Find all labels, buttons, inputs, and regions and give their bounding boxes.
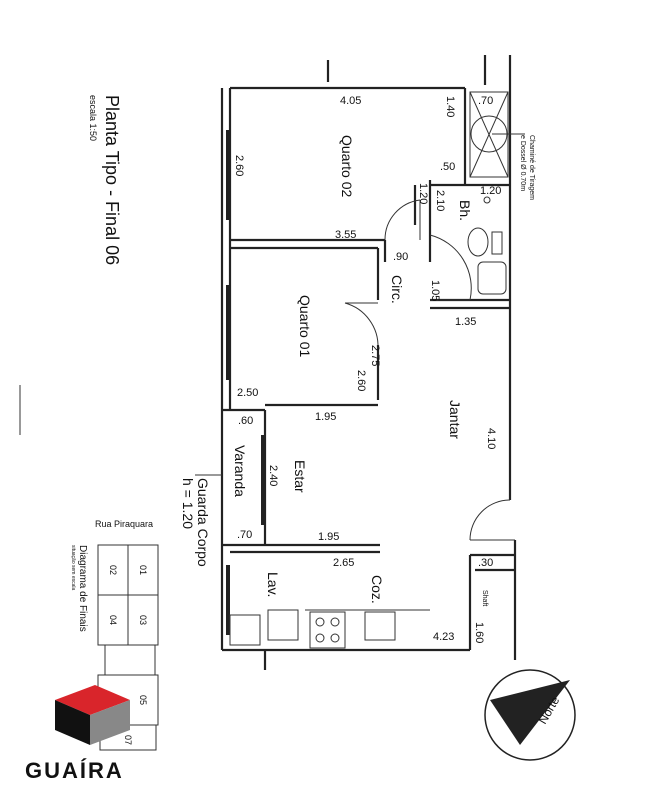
- dimension-label: .50: [440, 161, 455, 173]
- bathroom-fixtures: [467, 196, 507, 295]
- dimension-label: 1.60: [473, 622, 485, 643]
- unit-label: 02: [108, 565, 118, 575]
- kitchen-sink-icon: [364, 611, 396, 641]
- windows: [226, 130, 265, 635]
- north-compass: Norte: [484, 669, 576, 761]
- dimension-label: 2.75: [369, 345, 381, 366]
- laundry-sink-icon: [229, 614, 261, 646]
- guard-rail-label: Guarda Corpo: [195, 478, 211, 567]
- dimensions: 4.05 1.40 .70 2.60 .50 1.20 2.10 1.20 3.…: [233, 95, 501, 643]
- guard-rail-height: h = 1.20: [180, 478, 196, 529]
- room-quarto-02: Quarto 02: [339, 135, 355, 197]
- dimension-label: 1.95: [315, 411, 336, 423]
- room-bh: Bh.: [457, 200, 473, 221]
- dimension-label: 1.95: [318, 531, 339, 543]
- dimension-label: 4.05: [340, 95, 361, 107]
- dimension-label: .90: [393, 251, 408, 263]
- toilet-icon: [467, 227, 489, 257]
- dimension-label: 2.10: [434, 190, 446, 211]
- sink-icon: [477, 261, 507, 295]
- dimension-label: 2.60: [355, 370, 367, 391]
- dimension-label: 2.60: [233, 155, 245, 176]
- room-varanda: Varanda: [232, 445, 248, 497]
- unit-label: 07: [123, 735, 133, 745]
- dimension-label: 1.40: [444, 96, 456, 117]
- dimension-label: 1.20: [480, 185, 501, 197]
- stove-icon: [309, 611, 346, 649]
- dimension-label: 4.23: [433, 631, 454, 643]
- room-circ: Circ.: [389, 275, 405, 304]
- dimension-label: .70: [478, 95, 493, 107]
- unit-label: 01: [138, 565, 148, 575]
- plan-scale: escala 1:50: [88, 95, 98, 141]
- washer-icon: [267, 609, 299, 641]
- guaira-logo: GUAÍRA: [25, 685, 130, 783]
- chimney-note-line2: e Dossel Ø 0.70m: [519, 135, 526, 191]
- unit-label: 03: [138, 615, 148, 625]
- room-quarto-01: Quarto 01: [297, 295, 313, 357]
- logo-text: GUAÍRA: [25, 758, 124, 783]
- dimension-label: 2.40: [267, 465, 279, 486]
- dimension-label: 4.10: [485, 428, 497, 449]
- diagram-subtitle: situação sem escala: [70, 545, 76, 591]
- dimension-label: 2.65: [333, 557, 354, 569]
- diagram-title: Diagrama de Finais: [77, 545, 88, 632]
- unit-label: 05: [138, 695, 148, 705]
- unit-label: 04: [108, 615, 118, 625]
- room-shaft: Shaft: [481, 590, 488, 606]
- kitchen-fixtures: [229, 609, 430, 649]
- dimension-label: 1.35: [455, 316, 476, 328]
- compass-arrow-icon: [490, 680, 570, 745]
- dimension-label: 2.50: [237, 387, 258, 399]
- street-label: Rua Piraquara: [95, 519, 153, 529]
- dimension-label: .30: [478, 557, 493, 569]
- room-jantar: Jantar: [447, 400, 463, 439]
- dimension-label: 1.20: [417, 183, 429, 204]
- dimension-label: 1.05: [429, 280, 441, 301]
- doors: [344, 199, 515, 541]
- dimension-label: 3.55: [335, 229, 356, 241]
- chimney-note-line1: Chaminé de Tiragem: [528, 135, 535, 200]
- dimension-label: .70: [237, 529, 252, 541]
- room-estar: Estar: [292, 460, 308, 493]
- dimension-label: .60: [238, 415, 253, 427]
- room-coz: Coz.: [369, 575, 385, 604]
- shower-icon: [483, 196, 491, 204]
- chimney-shaft: [469, 91, 525, 178]
- room-lav: Lav.: [265, 572, 281, 597]
- plan-title: Planta Tipo - Final 06: [102, 95, 122, 265]
